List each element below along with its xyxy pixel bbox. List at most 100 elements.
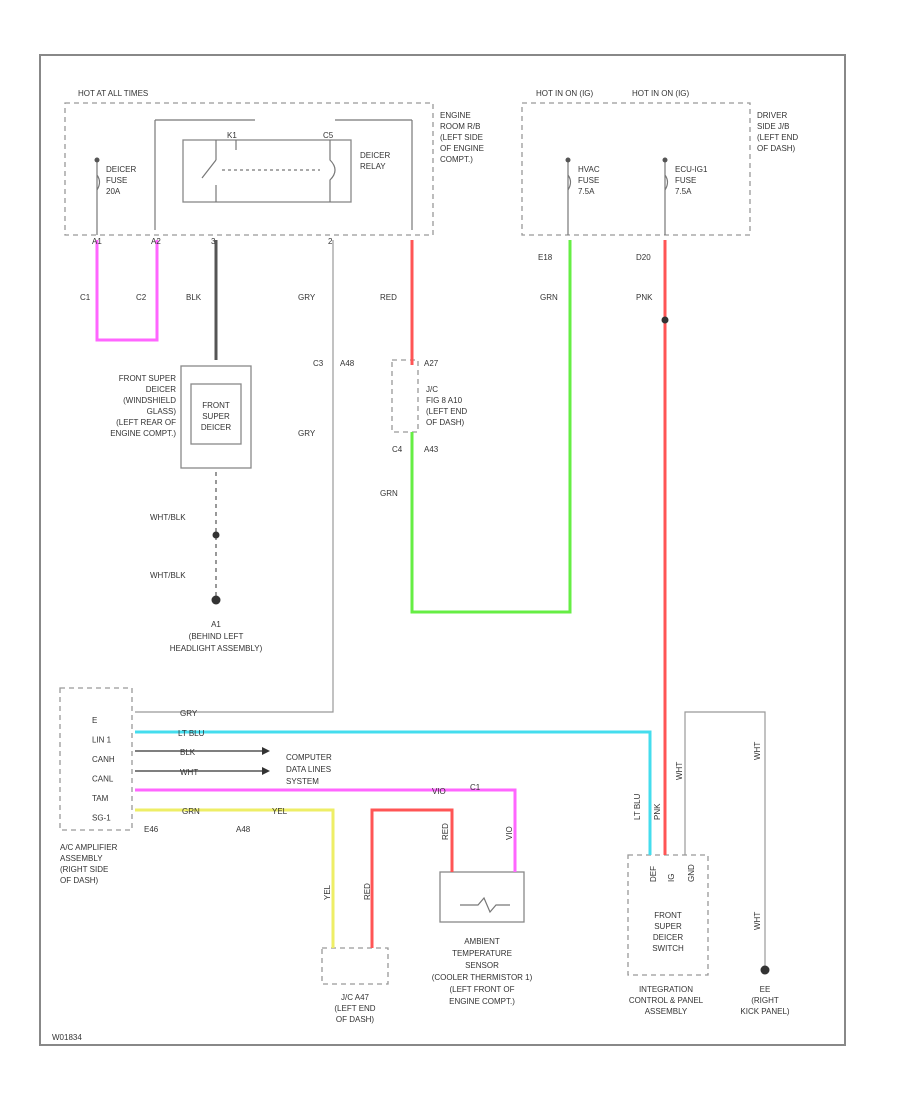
wire-label-wht-v3: WHT [753, 912, 762, 930]
conn-c4: C4 [392, 445, 403, 454]
ac-amp-pins-line-2: CANH [92, 755, 115, 764]
conn-a2: A2 [151, 237, 161, 246]
ac-amplifier-label-line-0: A/C AMPLIFIER [60, 843, 118, 852]
wire-label-lt-blu-v: LT BLU [633, 793, 642, 820]
driver-side-jb-label-line-1: SIDE J/B [757, 122, 789, 131]
ac-amplifier-label-line-2: (RIGHT SIDE [60, 865, 108, 874]
conn-a1: A1 [92, 237, 102, 246]
ac-amp-pins-line-0: E [92, 716, 97, 725]
deicer-relay-box [182, 139, 352, 203]
front-super-deicer-label-line-5: ENGINE COMPT.) [110, 429, 176, 438]
front-super-deicer-label-line-2: (WINDSHIELD [123, 396, 176, 405]
deicer-fuse-label-line-2: 20A [106, 187, 121, 196]
wire-label-red-v: RED [363, 883, 372, 900]
conn-c1b: C1 [470, 783, 481, 792]
wire-label-red-v2: RED [441, 823, 450, 840]
wire-label-yel: YEL [272, 807, 288, 816]
hot-in-on-left-label: HOT IN ON (IG) [536, 89, 594, 98]
wire-label-canh: BLK [180, 748, 196, 757]
jc-a47-label-line-1: (LEFT END [334, 1004, 375, 1013]
front-super-deicer-box [180, 365, 252, 469]
jc-a47-label-line-2: OF DASH) [336, 1015, 375, 1024]
conn-c1: C1 [80, 293, 91, 302]
hot-in-on-right-label: HOT IN ON (IG) [632, 89, 690, 98]
wire-label-pnk-v: PNK [653, 803, 662, 820]
dashed-boxes [59, 102, 751, 985]
ground-a1-label-line-2: HEADLIGHT ASSEMBLY) [170, 644, 263, 653]
ambient-sensor-box [439, 871, 525, 923]
front-super-deicer-label-line-1: DEICER [146, 385, 176, 394]
labels: HOT AT ALL TIMES HOT IN ON (IG) HOT IN ON … [52, 89, 798, 1042]
driver-side-jb-label-line-3: OF DASH) [757, 144, 796, 153]
ac-amp-pins-line-4: TAM [92, 794, 109, 803]
driver-side-jb-box [521, 102, 751, 236]
wire-gry [135, 240, 334, 713]
ground-e-label-line-1: (RIGHT [751, 996, 779, 1005]
deicer-switch-label-line-0: FRONT [654, 911, 682, 920]
hot-at-all-times-label: HOT AT ALL TIMES [78, 89, 148, 98]
switch-pin-def: DEF [649, 866, 658, 882]
computer-data-lines-label-line-1: DATA LINES [286, 765, 331, 774]
integration-panel-label-line-0: INTEGRATION [639, 985, 693, 994]
deicer-element-label-line-0: FRONT [202, 401, 230, 410]
engine-room-rb-label-line-2: (LEFT SIDE [440, 133, 483, 142]
ambient-sensor-label-line-0: AMBIENT [464, 937, 500, 946]
ground-e-label-line-2: KICK PANEL) [740, 1007, 790, 1016]
front-super-deicer-label-line-0: FRONT SUPER [119, 374, 176, 383]
switch-pin-gnd: GND [687, 864, 696, 882]
ground-a1-label-line-1: (BEHIND LEFT [189, 632, 244, 641]
deicer-switch-box [627, 854, 709, 976]
ground-a1-label-line-0: A1 [211, 620, 221, 629]
ac-amp-pins-line-5: SG-1 [92, 814, 111, 823]
integration-panel-label-line-2: ASSEMBLY [645, 1007, 688, 1016]
wire-label-canl: WHT [180, 768, 198, 777]
ac-amp-pins-line-1: LIN 1 [92, 736, 112, 745]
conn-c5: C5 [323, 131, 334, 140]
deicer-element-label-line-1: SUPER [202, 412, 230, 421]
wire-label-blk: BLK [186, 293, 202, 302]
jc-a47-box [321, 947, 389, 985]
wire-label-pnk: PNK [636, 293, 653, 302]
conn-e46: E46 [144, 825, 159, 834]
wire-label-wht-v2: WHT [753, 742, 762, 760]
driver-side-jb-label-line-0: DRIVER [757, 111, 787, 120]
conn-e2: 2 [328, 237, 333, 246]
ambient-sensor-label-line-2: SENSOR [465, 961, 499, 970]
computer-data-lines-label-line-0: COMPUTER [286, 753, 332, 762]
wire-label-grn-mid: GRN [380, 489, 398, 498]
ac-amplifier-label-line-1: ASSEMBLY [60, 854, 103, 863]
deicer-switch-label-line-1: SUPER [654, 922, 682, 931]
driver-side-jb-label-line-2: (LEFT END [757, 133, 798, 142]
hvac-fuse-label-line-1: FUSE [578, 176, 599, 185]
conn-k1: K1 [227, 131, 237, 140]
wire-label-red: RED [380, 293, 397, 302]
deicer-switch-label-line-3: SWITCH [652, 944, 684, 953]
ambient-sensor-label-line-3: (COOLER THERMISTOR 1) [432, 973, 533, 982]
conn-a48: A48 [340, 359, 355, 368]
deicer-switch-label-line-2: DEICER [653, 933, 683, 942]
engine-room-rb-label-line-4: COMPT.) [440, 155, 473, 164]
wire-red-sensor [370, 808, 454, 948]
ecu-ig1-fuse-label-line-2: 7.5A [675, 187, 692, 196]
wire-label-yel-v: YEL [323, 884, 332, 900]
conn-a27: A27 [424, 359, 439, 368]
data-line-arrows [262, 747, 270, 775]
engine-room-rb-label-line-1: ROOM R/B [440, 122, 480, 131]
front-super-deicer-label-line-3: GLASS) [147, 407, 177, 416]
engine-room-rb-box [64, 102, 434, 236]
switch-pin-ig: IG [667, 874, 676, 882]
diagram-frame [39, 54, 846, 1046]
fuse-dots [94, 157, 668, 163]
jc-junction-label-line-2: (LEFT END [426, 407, 467, 416]
deicer-element-label-line-2: DEICER [201, 423, 231, 432]
hvac-fuse-label-line-2: 7.5A [578, 187, 595, 196]
wire-label-wht-blk-1: WHT/BLK [150, 513, 186, 522]
deicer-element-box [190, 383, 242, 445]
conn-a43: A43 [424, 445, 439, 454]
wire-label-vio-v: VIO [505, 826, 514, 840]
conn-c3: C3 [313, 359, 324, 368]
deicer-fuse-label-line-0: DEICER [106, 165, 136, 174]
conn-c2: C2 [136, 293, 147, 302]
splice-dots [211, 316, 770, 975]
jc-junction-label-line-0: J/C [426, 385, 438, 394]
